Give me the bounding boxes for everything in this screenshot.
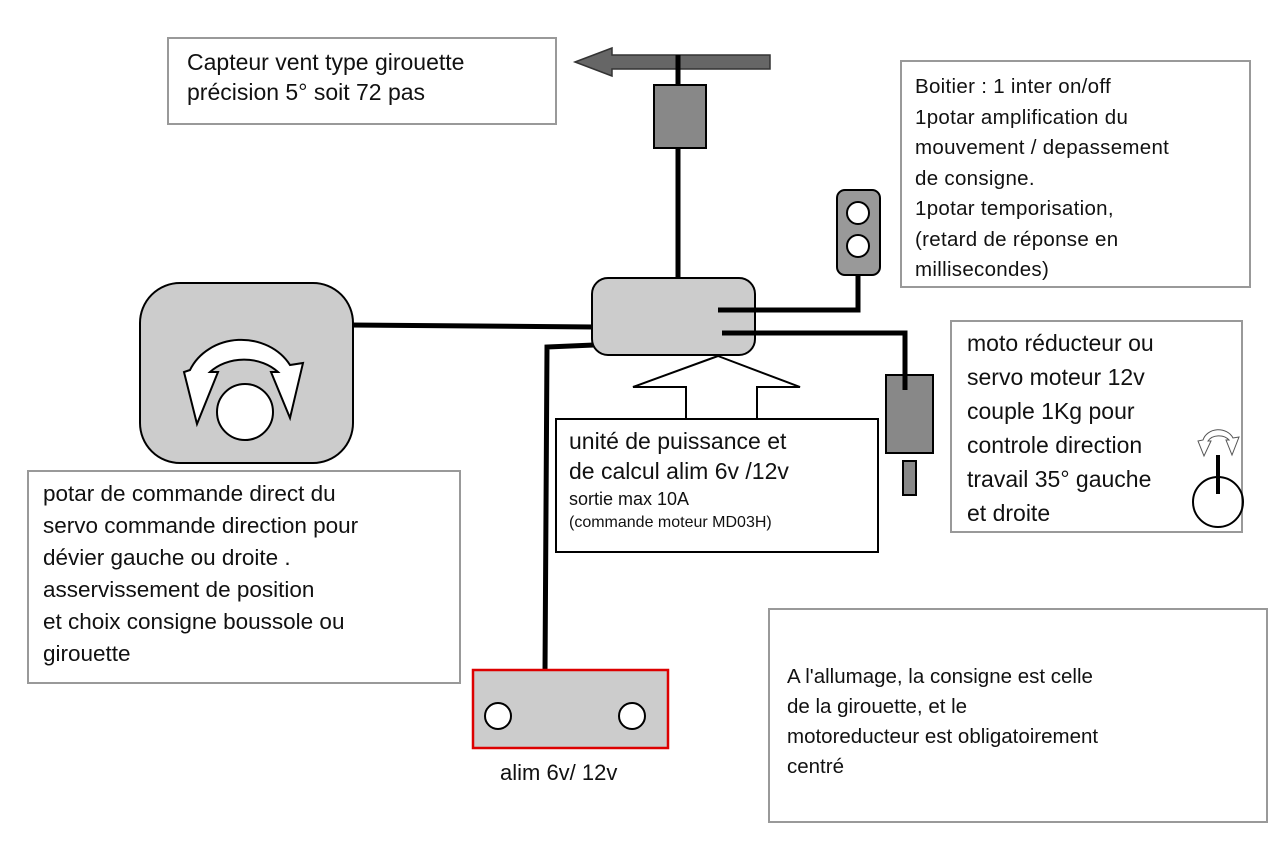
wind-vane-arrow [572, 46, 771, 78]
vane-sensor [653, 84, 707, 149]
potar-knob [216, 383, 274, 441]
motor-shaft [902, 460, 917, 496]
unit-description: unité de puissance et de calcul alim 6v … [555, 418, 879, 553]
text-line: (commande moteur MD03H) [569, 514, 772, 531]
knob-icon [846, 201, 870, 225]
wire-supply [542, 342, 595, 673]
wire-pot-box [718, 272, 861, 313]
text-line: potar de commande direct du [43, 481, 336, 506]
central-unit [591, 277, 756, 356]
boitier-description: Boitier : 1 inter on/off 1potar amplific… [900, 60, 1251, 288]
text-line: centré [787, 755, 844, 778]
potar-control [139, 282, 354, 464]
text-line: sortie max 10A [569, 489, 690, 509]
text-line: et droite [967, 500, 1051, 526]
text-line: moto réducteur ou [967, 330, 1154, 356]
motor-description: moto réducteur ou servo moteur 12v coupl… [950, 320, 1243, 533]
text-line: controle direction [967, 432, 1143, 458]
supply-label: alim 6v/ 12v [500, 760, 618, 785]
unit-callout-arrow [632, 354, 801, 421]
text-line: de consigne. [915, 166, 1035, 190]
text-line: Capteur vent type girouette [187, 49, 465, 75]
text-line: servo commande direction pour [43, 513, 359, 538]
text-line: servo moteur 12v [967, 364, 1145, 390]
text-line: précision 5° soit 72 pas [187, 79, 426, 105]
startup-note: A l'allumage, la consigne est celle de l… [768, 608, 1268, 823]
text-line: unité de puissance et [569, 428, 787, 454]
knob-icon [846, 234, 870, 258]
text-line: couple 1Kg pour [967, 398, 1135, 424]
text-line: Boitier : 1 inter on/off [915, 75, 1111, 98]
text-line: de calcul alim 6v /12v [569, 458, 789, 484]
text-line: travail 35° gauche [967, 466, 1152, 492]
text-line: millisecondes) [915, 258, 1050, 281]
text-line: 1potar temporisation, [915, 197, 1114, 220]
wire-potar [349, 322, 595, 330]
text-line: de la girouette, et le [787, 695, 968, 718]
text-line: girouette [43, 641, 131, 666]
text-line: 1potar amplification du [915, 105, 1129, 129]
text-line: et choix consigne boussole ou [43, 609, 345, 634]
text-line: mouvement / depassement [915, 136, 1170, 159]
terminal-icon [618, 702, 646, 730]
sensor-description: Capteur vent type girouette précision 5°… [167, 37, 557, 125]
text-line: asservissement de position [43, 577, 315, 602]
rotate-arrows-icon [182, 338, 305, 428]
text-line: (retard de réponse en [915, 227, 1119, 251]
motor [885, 374, 934, 454]
terminal-icon [484, 702, 512, 730]
text-line: A l'allumage, la consigne est celle [787, 665, 1093, 688]
text-line: motoreducteur est obligatoirement [787, 725, 1099, 748]
potar-description: potar de commande direct du servo comman… [27, 470, 461, 684]
text-line: dévier gauche ou droite . [43, 545, 291, 570]
